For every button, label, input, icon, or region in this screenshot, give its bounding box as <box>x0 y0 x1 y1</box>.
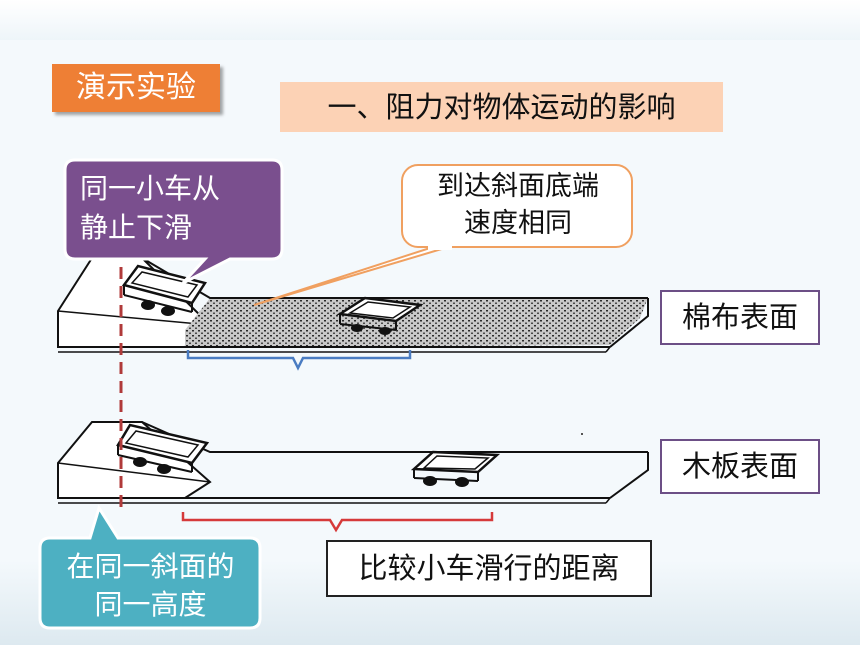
same-car-callout <box>63 158 284 285</box>
cotton-surface-label: 棉布表面 <box>660 290 820 345</box>
cart-top-ramp <box>121 264 207 316</box>
speed-text-line1: 到达斜面底端 <box>437 171 599 202</box>
wood-distance-brace <box>181 512 494 533</box>
cotton-track <box>57 257 649 353</box>
speed-text-line2: 速度相同 <box>464 208 572 239</box>
cart-on-wood <box>410 450 501 487</box>
page-title: 一、阻力对物体运动的影响 <box>280 82 723 132</box>
speed-callout-text: 到达斜面底端 速度相同 <box>404 168 632 242</box>
cotton-distance-brace <box>186 350 412 371</box>
speed-callout <box>253 164 633 306</box>
cart-bottom-ramp <box>116 423 210 474</box>
height-text-line1: 在同一斜面的 <box>66 550 235 583</box>
wood-surface-label: 木板表面 <box>660 439 820 494</box>
height-text-line2: 同一高度 <box>94 588 207 621</box>
height-callout <box>38 504 262 630</box>
same-car-text-line2: 静止下滑 <box>80 211 193 244</box>
same-car-text-line1: 同一小车从 <box>80 172 221 205</box>
cart-on-cotton <box>336 296 424 335</box>
compare-distance-label: 比较小车滑行的距离 <box>326 540 652 597</box>
demo-experiment-tag: 演示实验 <box>52 64 220 112</box>
header-band <box>0 0 860 40</box>
